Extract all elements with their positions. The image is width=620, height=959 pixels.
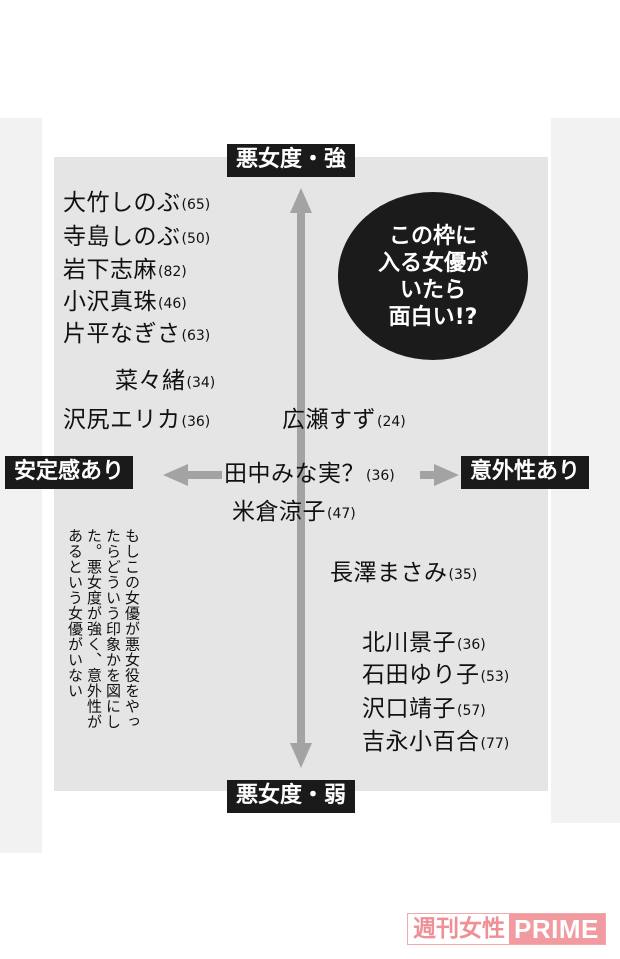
callout-circle: この枠に 入る女優が いたら 面白い!? xyxy=(338,192,528,360)
callout-line: 面白い!? xyxy=(388,305,478,330)
actress-name: 寺島しのぶ xyxy=(63,224,181,250)
actress-label: 広瀬すず(24) xyxy=(282,409,406,432)
axis-label-bottom: 悪女度・弱 xyxy=(227,780,356,813)
actress-age: (24) xyxy=(377,414,406,430)
watermark-prime: PRIME xyxy=(509,914,605,944)
axis-label-top: 悪女度・強 xyxy=(227,144,356,177)
actress-name: 田中みな実？ xyxy=(224,461,365,487)
explanation-note: もしこの女優が悪女役をやっ たらどういう印象かを図にし た。悪女度が強く、意外性… xyxy=(65,528,141,773)
actress-age: (53) xyxy=(480,669,510,685)
actress-name: 広瀬すず xyxy=(282,407,376,433)
actress-age: (63) xyxy=(181,328,211,344)
callout-line: この枠に xyxy=(388,224,477,249)
actress-age: (36) xyxy=(181,414,211,430)
actress-name: 菜々緒 xyxy=(115,368,186,394)
actress-name: 沢口靖子 xyxy=(362,696,456,722)
actress-age: (50) xyxy=(181,231,211,247)
actress-age: (57) xyxy=(457,703,486,719)
note-line: もしこの女優が悪女役をやっ xyxy=(123,528,141,730)
axis-arrowhead-right xyxy=(434,464,459,486)
actress-label: 田中みな実？(36) xyxy=(224,463,395,486)
actress-label: 吉永小百合(77) xyxy=(362,731,509,754)
actress-name: 北川景子 xyxy=(362,630,456,656)
actress-label: 片平なぎさ(63) xyxy=(63,323,210,346)
actress-name: 石田ゆり子 xyxy=(362,662,480,688)
actress-name: 片平なぎさ xyxy=(63,321,181,347)
axis-arrowhead-up xyxy=(290,188,312,213)
actress-name: 大竹しのぶ xyxy=(63,190,181,216)
actress-age: (77) xyxy=(480,736,510,752)
actress-label: 菜々緒(34) xyxy=(115,370,215,393)
actress-age: (47) xyxy=(327,506,356,522)
actress-label: 米倉涼子(47) xyxy=(232,501,356,524)
actress-name: 米倉涼子 xyxy=(232,499,326,525)
note-line: た。悪女度が強く、意外性が xyxy=(85,528,103,730)
actress-name: 岩下志麻 xyxy=(63,257,157,283)
actress-age: (34) xyxy=(186,375,216,391)
actress-label: 沢口靖子(57) xyxy=(362,698,486,721)
actress-label: 石田ゆり子(53) xyxy=(362,664,509,687)
axis-label-left: 安定感あり xyxy=(5,456,134,489)
actress-age: (35) xyxy=(448,567,478,583)
note-line: あるという女優がいない xyxy=(66,528,84,699)
actress-name: 沢尻エリカ xyxy=(63,407,181,433)
actress-label: 北川景子(36) xyxy=(362,632,486,655)
actress-name: 長澤まさみ xyxy=(330,560,448,586)
axis-arrowhead-down xyxy=(290,743,312,768)
callout-line: いたら xyxy=(399,278,466,303)
actress-age: (46) xyxy=(158,296,187,312)
actress-label: 寺島しのぶ(50) xyxy=(63,226,210,249)
watermark-logo: 週刊女性 PRIME xyxy=(407,913,606,945)
axis-label-right: 意外性あり xyxy=(461,456,590,489)
actress-age: (65) xyxy=(181,197,211,213)
actress-age: (36) xyxy=(457,637,486,653)
actress-age: (36) xyxy=(366,468,395,484)
axis-arrowhead-left xyxy=(163,464,188,486)
actress-name: 小沢真珠 xyxy=(63,289,157,315)
actress-label: 小沢真珠(46) xyxy=(63,291,187,314)
note-line: たらどういう印象かを図にし xyxy=(104,528,122,730)
actress-label: 長澤まさみ(35) xyxy=(330,562,477,585)
callout-line: 入る女優が xyxy=(377,251,488,276)
actress-label: 大竹しのぶ(65) xyxy=(63,192,210,215)
watermark-japanese: 週刊女性 xyxy=(408,914,509,944)
actress-name: 吉永小百合 xyxy=(362,729,480,755)
actress-age: (82) xyxy=(158,264,187,280)
actress-label: 沢尻エリカ(36) xyxy=(63,409,210,432)
actress-label: 岩下志麻(82) xyxy=(63,259,187,282)
